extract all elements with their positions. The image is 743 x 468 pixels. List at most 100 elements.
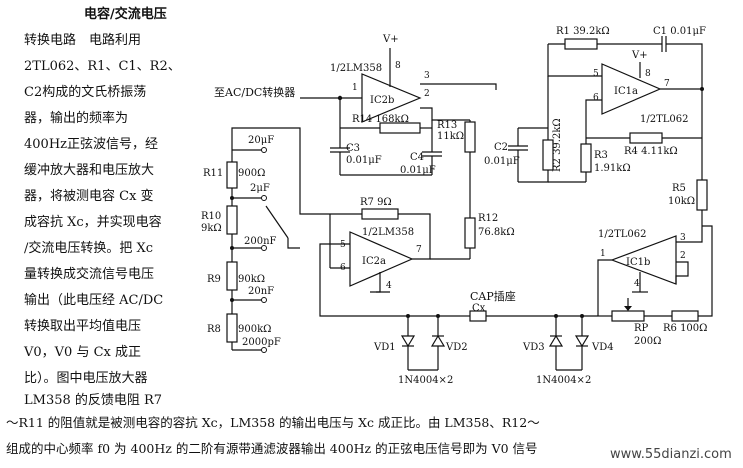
resistor-r5 (696, 179, 708, 211)
resistor-r9 (226, 261, 238, 291)
description-line: 缓冲放大器和电压放大 (24, 163, 155, 178)
r1-label: R1 39.2kΩ (556, 26, 610, 37)
to-acdc-label: 至AC/DC转换器 (214, 85, 295, 99)
description-line: V0，V0 与 Cx 成正 (24, 345, 141, 360)
watermark: www.55dianzi.com (610, 447, 732, 462)
description-line: 转换取出平均值电压 (24, 319, 142, 334)
range-20uf: 20μF (248, 135, 274, 146)
c4-value: 0.01μF (400, 165, 436, 176)
r4-label: R4 4.11kΩ (624, 146, 678, 157)
description-line: /交流电压转换。把 Xc (24, 241, 154, 256)
cx-label: Cx (472, 303, 486, 314)
description-line: 输出（此电压经 AC/DC (24, 293, 164, 308)
ic1b-label: IC1b (626, 257, 650, 268)
diode-vd4 (574, 335, 590, 348)
resistor-r10 (226, 205, 238, 235)
rp-label: RP (634, 323, 649, 334)
r12-value: 76.8kΩ (478, 227, 515, 238)
resistor-r11 (226, 161, 238, 189)
resistor-r3 (580, 143, 592, 173)
ic1a-vplus-label: V+ (631, 50, 648, 61)
r3-value: 1.91kΩ (594, 163, 631, 174)
vd1-label: VD1 (373, 342, 396, 353)
c2-value: 0.01μF (484, 156, 520, 167)
r10-value: 9kΩ (201, 223, 222, 234)
ic2a-part-label: 1/2LM358 (362, 227, 414, 238)
ic1a-label: IC1a (614, 86, 638, 97)
r2-label: R2 39.2kΩ (552, 118, 563, 172)
ic2a-pin7: 7 (416, 245, 422, 255)
r9-value: 90kΩ (238, 274, 265, 285)
ic2b-part-label: 1/2LM358 (330, 63, 382, 74)
range-switch[interactable] (265, 205, 289, 239)
description-line: 400Hz正弦波信号，经 (24, 137, 158, 152)
resistor-r6 (671, 310, 699, 322)
description-line: 器，将被测电容 Cx 变 (24, 189, 154, 204)
ic1a-part-label: 1/2TL062 (640, 114, 689, 125)
r13-label: R13 (437, 120, 457, 131)
ic2b-label: IC2b (370, 95, 394, 106)
r12-label: R12 (478, 213, 498, 224)
resistor-r4 (629, 132, 663, 144)
ic1b-pin2: 2 (680, 251, 686, 261)
range-2uf: 2μF (250, 183, 270, 194)
potentiometer-rp[interactable] (611, 310, 645, 322)
description-line: 比）。图中电压放大器 (24, 371, 148, 386)
description-bottom-line: 组成的中心频率 f0 为 400Hz 的二阶有源带通滤波器输出 400Hz 的正… (6, 441, 538, 456)
c3-label: C3 (346, 143, 360, 154)
ic2a-pin4: 4 (386, 281, 392, 291)
ic1a-pin6: 6 (593, 93, 599, 103)
r10-label: R10 (201, 211, 221, 222)
diode-vd1 (400, 335, 416, 348)
r13-value: 11kΩ (437, 131, 464, 142)
resistor-r12 (464, 217, 476, 249)
r9-label: R9 (207, 274, 221, 285)
ic1b-pin3: 3 (680, 233, 686, 243)
description-line: 转换电路 电路利用 (24, 33, 142, 48)
r5-label: R5 (672, 183, 686, 194)
ic2b-pin3: 3 (424, 71, 430, 81)
vd3-label: VD3 (522, 342, 545, 353)
opamp-ic2a (349, 231, 414, 287)
resistor-r1 (564, 38, 598, 50)
r11-label: R11 (203, 168, 223, 179)
description-line: C2构成的文氏桥振荡 (24, 85, 147, 100)
c1-label: C1 0.01μF (653, 26, 706, 37)
ic2b-pin2: 2 (424, 89, 430, 99)
r3-label: R3 (594, 150, 608, 161)
c4-label: C4 (410, 152, 424, 163)
ic1b-part-label: 1/2TL062 (598, 229, 647, 240)
ic1a-pin8: 8 (645, 69, 651, 79)
description-line: 成容抗 Xc，并实现电容 (24, 215, 162, 230)
in4004-b-label: 1N4004×2 (536, 375, 591, 386)
c2-label: C2 (494, 142, 508, 153)
resistor-r13 (464, 121, 476, 153)
range-20nf: 20nF (248, 286, 274, 297)
c3-value: 0.01μF (346, 155, 382, 166)
r7-label: R7 9Ω (360, 197, 392, 208)
r14-label: R14 168kΩ (352, 114, 409, 125)
rp-value: 200Ω (634, 336, 661, 347)
diode-vd2 (430, 334, 446, 347)
ic1a-pin7: 7 (664, 79, 670, 89)
ic2a-pin5: 5 (340, 240, 346, 250)
ic2b-pin8: 8 (395, 61, 401, 71)
description-line: LM358 的反馈电阻 R7 (24, 393, 163, 408)
description-bottom-line: ～R11 的阻值就是被测电容的容抗 Xc，LM358 的输出电压与 Xc 成正比… (6, 415, 540, 430)
opamp-ic1a (601, 63, 662, 115)
ic1b-pin4: 4 (634, 279, 640, 289)
r8-label: R8 (207, 324, 221, 335)
r11-value: 900Ω (238, 168, 265, 179)
vd2-label: VD2 (445, 342, 468, 353)
r6-label: R6 100Ω (663, 323, 707, 334)
diode-vd3 (548, 334, 564, 347)
in4004-a-label: 1N4004×2 (398, 375, 453, 386)
description-title: 电容/交流电压 (84, 7, 167, 22)
description-line: 器，输出的频率为 (24, 111, 129, 126)
vd4-label: VD4 (591, 342, 614, 353)
resistor-r8 (226, 313, 238, 343)
description-line: 2TL062、R1、C1、R2、 (24, 59, 181, 74)
r8-value: 900kΩ (238, 324, 271, 335)
ic1b-pin1: 1 (600, 249, 606, 259)
